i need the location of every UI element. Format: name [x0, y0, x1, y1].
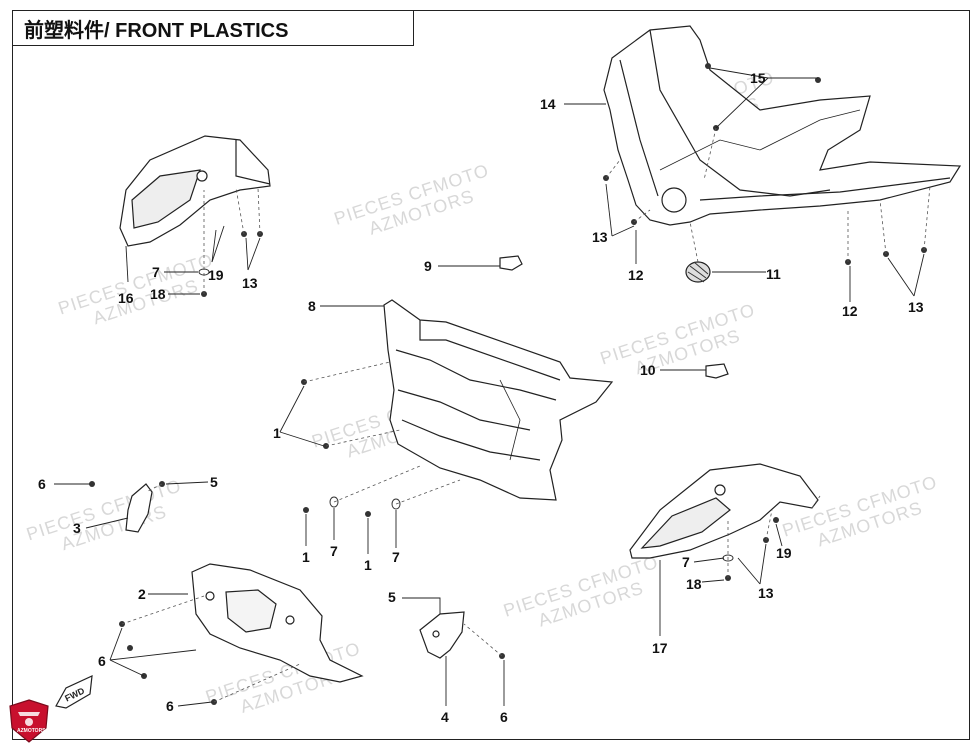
callout-4: 4: [441, 709, 449, 725]
callout-1: 1: [302, 549, 310, 565]
part-center-frame: [383, 299, 614, 501]
part-left-bracket: [125, 483, 153, 533]
part-lower-panel: [191, 563, 364, 683]
callout-12: 12: [842, 303, 858, 319]
callout-14: 14: [540, 96, 556, 112]
screw-mark: [815, 77, 821, 83]
part-lower-bracket: [419, 611, 465, 659]
callout-11: 11: [766, 266, 781, 282]
diagram-frame: [12, 10, 970, 740]
azmotors-logo: AZMOTORS: [9, 699, 49, 743]
callout-13: 13: [592, 229, 608, 245]
part-right-headlight-cover: [629, 463, 819, 559]
screw-mark: [303, 507, 309, 513]
callout-7: 7: [392, 549, 400, 565]
callout-6: 6: [166, 698, 174, 714]
part-front-cowl: [603, 25, 962, 226]
callout-13: 13: [242, 275, 258, 291]
callout-10: 10: [640, 362, 656, 378]
logo-text: AZMOTORS: [17, 728, 46, 734]
page-title: 前塑料件/ FRONT PLASTICS: [24, 20, 289, 42]
callout-18: 18: [686, 576, 702, 592]
callout-15: 15: [750, 70, 766, 86]
callout-6: 6: [500, 709, 508, 725]
callout-6: 6: [98, 653, 106, 669]
callout-19: 19: [776, 545, 792, 561]
part-vent-cap: [685, 261, 711, 283]
screw-mark: [773, 517, 779, 523]
callout-labels: 1 1 1 2 3 4 5 5 6 6 6 6 7 7 7 7 8 9 10 1…: [38, 70, 924, 725]
fwd-arrow-icon: FWD: [55, 675, 93, 709]
callout-13: 13: [908, 299, 924, 315]
screw-mark: [127, 645, 133, 651]
callout-7: 7: [330, 543, 338, 559]
callout-19: 19: [208, 267, 224, 283]
callout-17: 17: [652, 640, 668, 656]
screw-mark: [89, 481, 95, 487]
callout-8: 8: [308, 298, 316, 314]
callout-3: 3: [73, 520, 81, 536]
screw-mark: [365, 511, 371, 517]
part-clip-10: [705, 363, 729, 379]
callout-18: 18: [150, 286, 166, 302]
leader-lines: [54, 67, 925, 707]
screw-mark: [705, 63, 711, 69]
callout-9: 9: [424, 258, 432, 274]
callout-7: 7: [152, 264, 160, 280]
callout-5: 5: [388, 589, 396, 605]
callout-1: 1: [273, 425, 281, 441]
dashed-leaders: [121, 127, 931, 703]
callout-13: 13: [758, 585, 774, 601]
callout-7: 7: [682, 554, 690, 570]
callout-12: 12: [628, 267, 644, 283]
callout-2: 2: [138, 586, 146, 602]
callout-1: 1: [364, 557, 372, 573]
part-left-headlight-cover: [119, 135, 271, 247]
callout-6: 6: [38, 476, 46, 492]
fasteners: [89, 63, 927, 705]
title-box: [12, 10, 414, 46]
part-clip-9: [499, 255, 523, 271]
callout-5: 5: [210, 474, 218, 490]
callout-16: 16: [118, 290, 134, 306]
